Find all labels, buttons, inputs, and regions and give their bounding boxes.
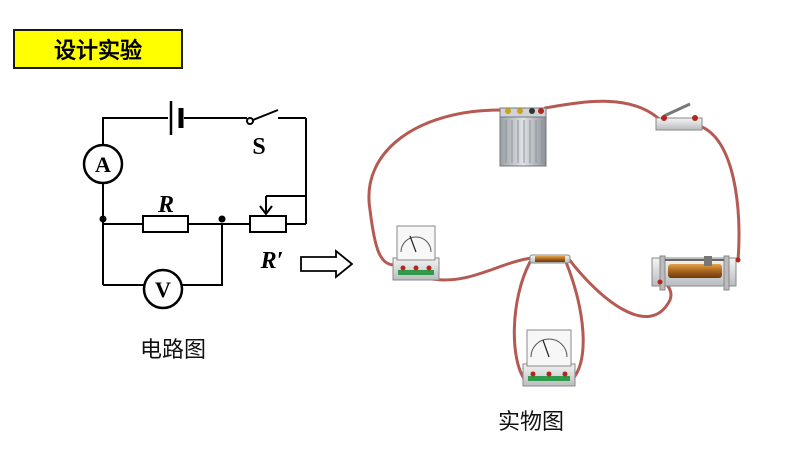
physical-caption: 实物图 xyxy=(498,410,565,435)
rheostat-device xyxy=(651,255,741,291)
junction-dot-right xyxy=(218,215,226,223)
wire-right xyxy=(266,118,307,197)
switch-symbol xyxy=(246,109,279,125)
circuit-schematic xyxy=(102,117,307,286)
title-text: 设计实验 xyxy=(53,39,142,64)
voltmeter-symbol xyxy=(142,268,184,310)
wire-resistor-to-voltmeter-right xyxy=(564,260,585,382)
arrow-right-icon xyxy=(300,249,354,279)
resistor-label: R xyxy=(157,192,174,218)
wire-switch-to-rheostat xyxy=(698,124,741,262)
junction-dot-left xyxy=(99,215,107,223)
schematic-caption: 电路图 xyxy=(140,338,207,363)
resistor-device xyxy=(529,254,571,264)
resistor-symbol xyxy=(142,215,189,233)
ammeter-symbol xyxy=(82,143,124,185)
wire-battery-to-ammeter xyxy=(367,108,502,267)
battery-pack xyxy=(499,107,547,167)
wire-v-branch-right xyxy=(181,224,223,286)
voltmeter-device xyxy=(522,329,576,387)
rheostat-symbol xyxy=(249,215,287,233)
battery-symbol xyxy=(169,101,184,135)
wire-resistor-to-voltmeter-left xyxy=(512,260,532,382)
rheostat-slider-arrow xyxy=(259,196,273,216)
voltmeter-label: V xyxy=(155,277,171,302)
physical-wires xyxy=(367,99,741,382)
wire-ammeter-to-resistor xyxy=(430,256,534,282)
wire-top-left xyxy=(102,117,168,145)
wire-battery-to-switch xyxy=(543,99,660,120)
rheostat-label: R′ xyxy=(260,248,284,274)
knife-switch xyxy=(655,102,703,131)
title-badge: 设计实验 xyxy=(13,29,183,69)
ammeter-label: A xyxy=(95,152,111,177)
switch-label: S xyxy=(252,134,265,160)
ammeter-device xyxy=(392,225,440,281)
